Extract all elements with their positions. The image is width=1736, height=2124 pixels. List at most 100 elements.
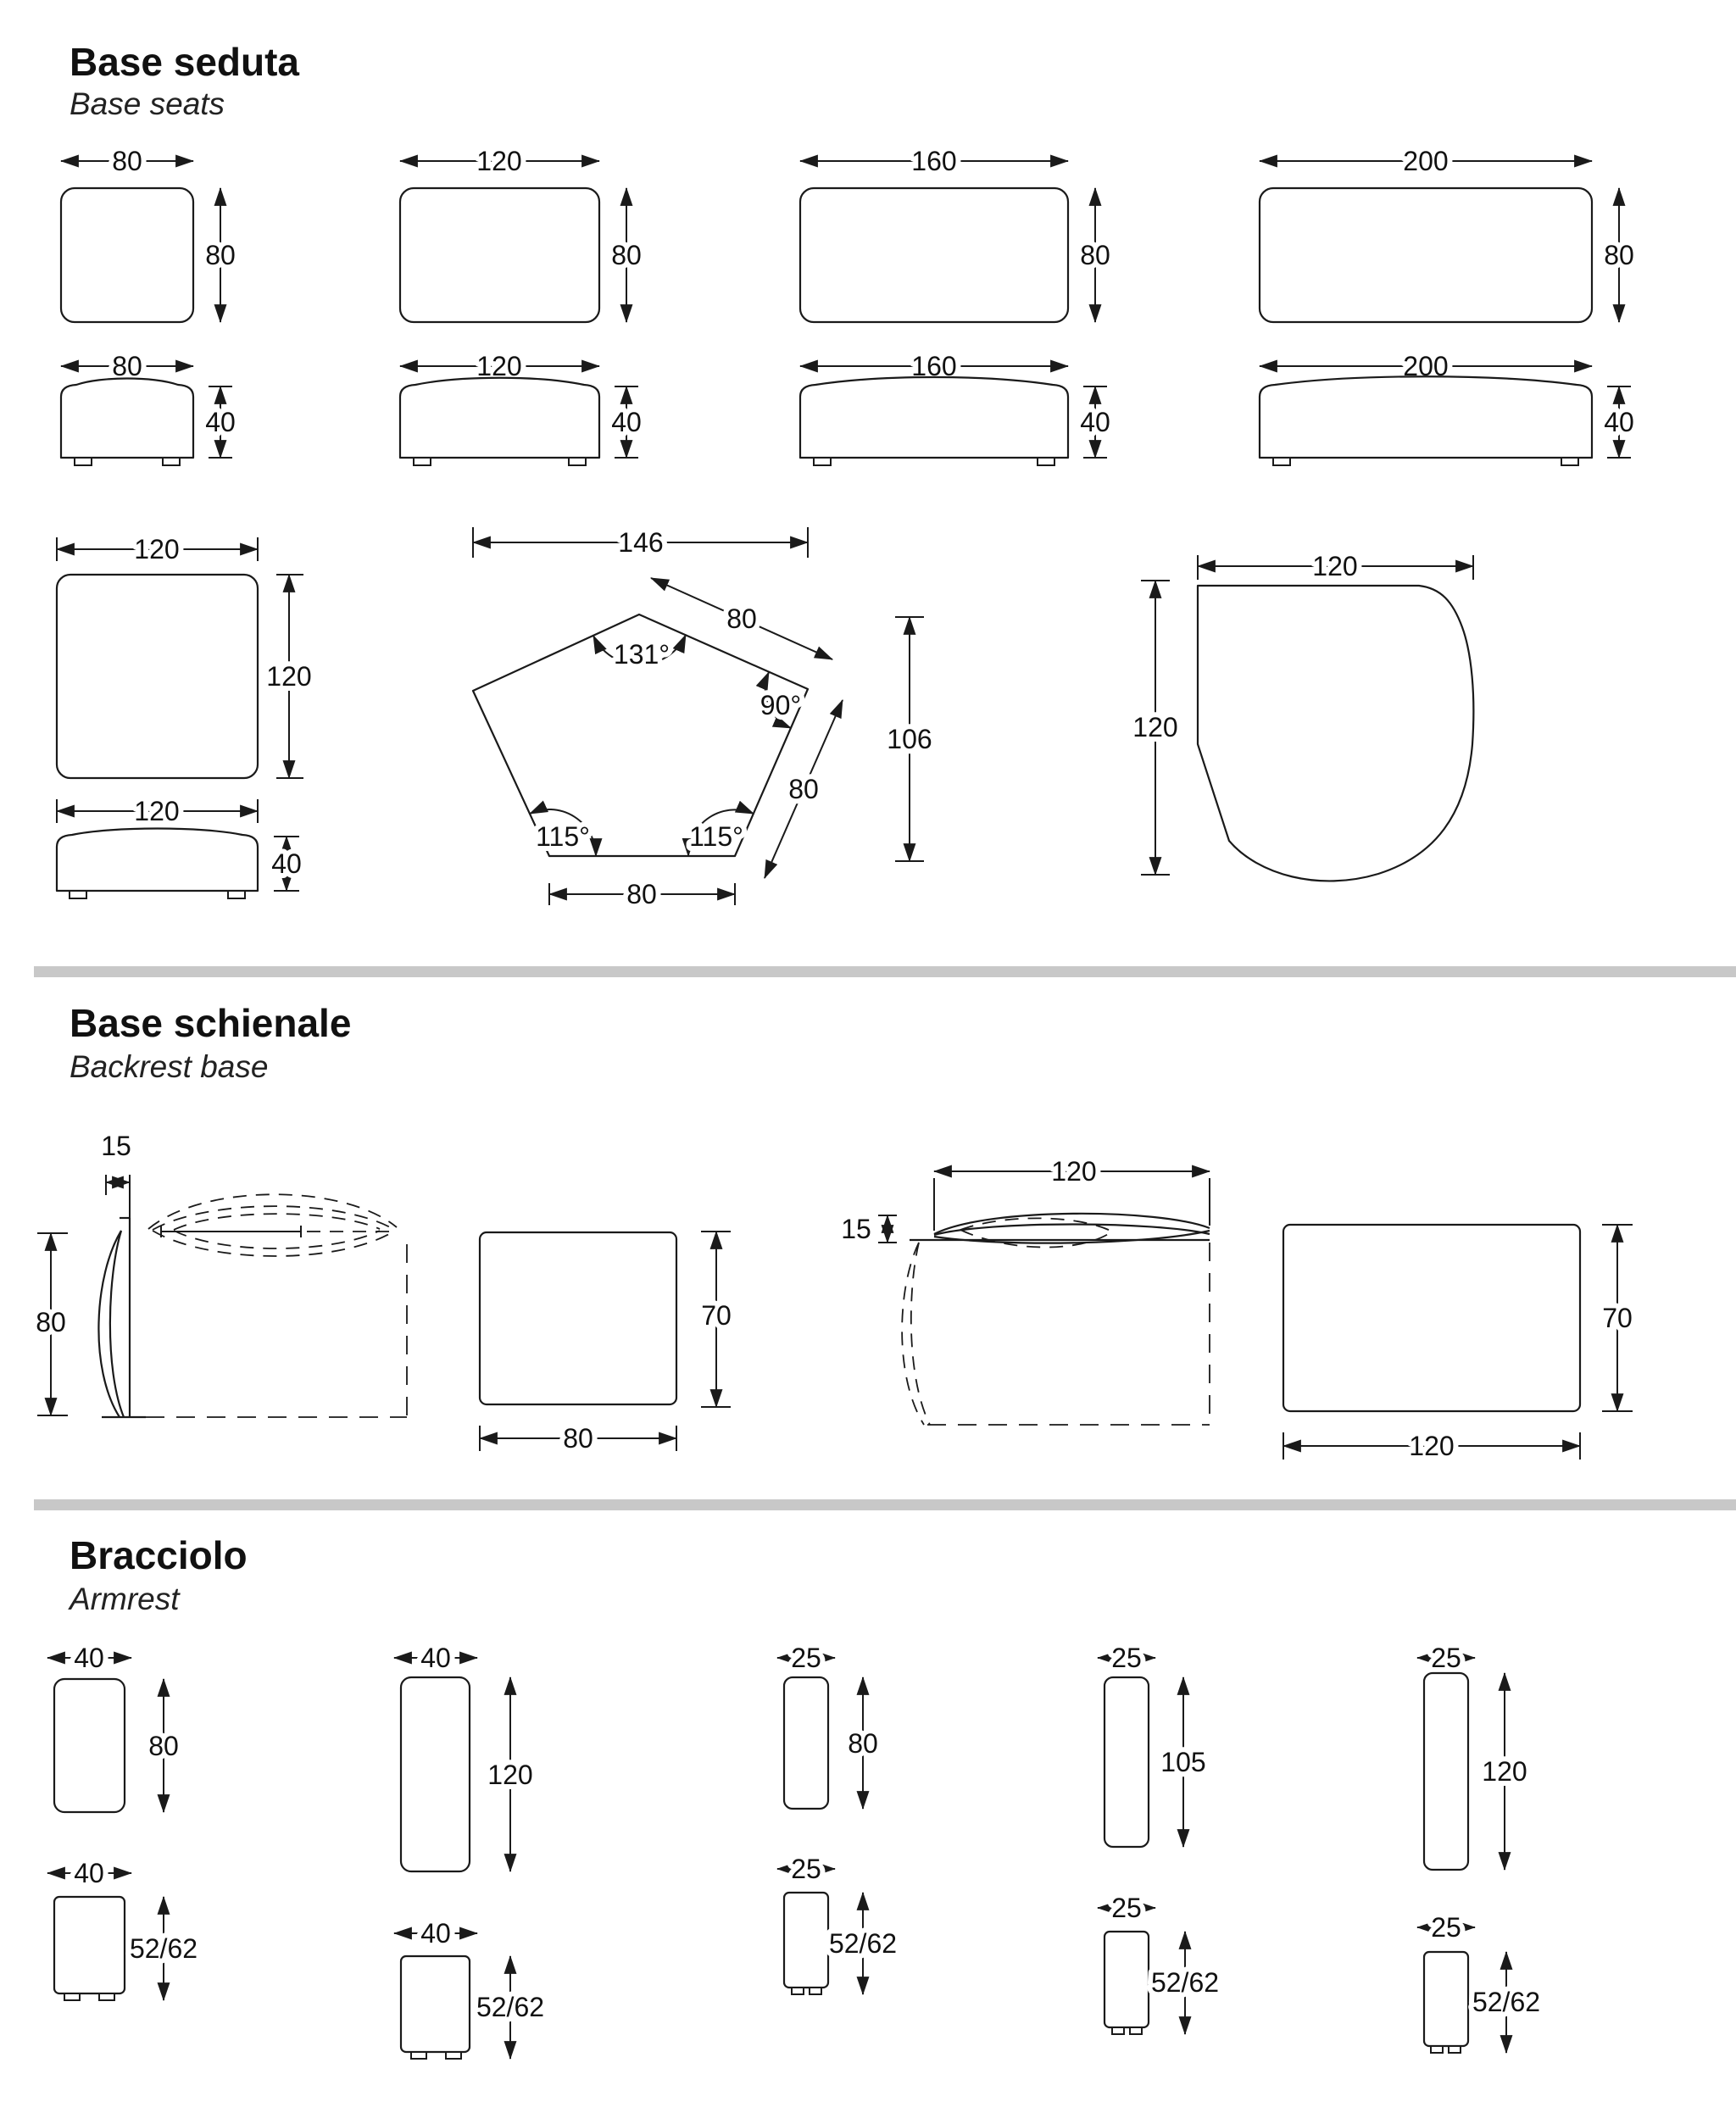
dim-label: 120: [1409, 1431, 1454, 1461]
seat-front-view: [398, 376, 601, 459]
dim-label: 70: [1602, 1303, 1633, 1333]
foot: [1037, 457, 1055, 466]
dim-label: 25: [791, 1643, 821, 1673]
foot: [445, 2051, 462, 2060]
seat-front-view: [59, 377, 195, 459]
dim-label: 120: [134, 534, 179, 564]
seat-corner-module: 120 120: [1127, 546, 1475, 882]
angle-label: 115°: [689, 821, 743, 852]
dim-label: 80: [205, 240, 236, 270]
dim-label: 25: [1111, 1893, 1142, 1923]
seat-module-front-80: 80 40: [59, 346, 241, 466]
dim-label: 160: [911, 351, 956, 381]
armrest-top-view: [53, 1677, 126, 1814]
dim-label: 80: [36, 1307, 66, 1337]
dim-label: 80: [112, 351, 142, 381]
seat-front-view: [798, 375, 1070, 459]
backrest-lens-arc: [933, 1212, 1210, 1235]
armrest-col-3: 25 80 25 52/62: [776, 1637, 902, 1996]
dim-label: 52/62: [130, 1933, 198, 1964]
armrest-top-view: [399, 1676, 471, 1873]
dim-label: 120: [134, 796, 179, 826]
seat-module-front-200: 200 40: [1258, 346, 1639, 466]
foot: [410, 2051, 427, 2060]
angle-label: 115°: [536, 821, 590, 852]
ghost-lens-arc: [960, 1217, 1113, 1232]
section-title-backrest: Base schienale: [70, 1001, 352, 1045]
backrest-side-view: 15 80: [31, 1126, 408, 1419]
ghost-profile-arc: [901, 1242, 925, 1426]
section-separator: [34, 1499, 1736, 1510]
ghost-profile-arc: [910, 1242, 931, 1426]
ghost-backrest-arc: [147, 1193, 398, 1230]
dim-label: 80: [788, 774, 819, 804]
section-subtitle-armrest: Armrest: [70, 1582, 180, 1616]
dim-label: 80: [848, 1728, 878, 1759]
foot: [227, 890, 246, 899]
dim-label: 40: [611, 407, 642, 437]
armrest-top-view: [1422, 1671, 1470, 1871]
foot: [1272, 457, 1291, 466]
section-separator: [34, 966, 1736, 977]
dim-label: 15: [841, 1214, 871, 1244]
foot: [1129, 2027, 1143, 2035]
section-title-armrest: Bracciolo: [70, 1533, 248, 1577]
dim-label: 40: [1604, 407, 1634, 437]
seat-front-view: [1258, 375, 1594, 459]
seat-front-view: [55, 827, 259, 892]
foot: [69, 890, 87, 899]
dim-label: 25: [1431, 1912, 1461, 1943]
foot: [162, 457, 181, 466]
armrest-front-view: [399, 1954, 471, 2054]
seat-top-view: [798, 186, 1070, 324]
dim-label: 40: [420, 1918, 451, 1949]
dim-label: 120: [476, 146, 521, 176]
armrest-front-view: [782, 1891, 830, 1989]
seat-square-top: 120 120: [55, 529, 317, 780]
dim-label: 52/62: [476, 1992, 544, 2022]
backrest-top-view: 120 15: [836, 1151, 1211, 1426]
section-title-seats: Base seduta: [70, 40, 300, 84]
foot: [74, 457, 92, 466]
foot: [64, 1993, 81, 2001]
dim-label: 120: [1482, 1756, 1527, 1787]
dim-label: 40: [74, 1643, 104, 1673]
seat-module-top-120x80: 120 80: [398, 141, 647, 324]
ghost-backrest-arc: [152, 1230, 396, 1257]
backrest-profile: [97, 1230, 122, 1418]
foot: [809, 1987, 822, 1995]
ghost-backrest-arc: [173, 1230, 381, 1249]
seat-module-top-80x80: 80 80: [59, 141, 241, 324]
seat-module-front-160: 160 40: [798, 346, 1116, 466]
dim-label: 80: [626, 879, 657, 909]
foot: [1448, 2045, 1461, 2054]
ghost-backrest-arc: [173, 1213, 381, 1231]
dim-label: 52/62: [1472, 1987, 1540, 2017]
dim-label: 80: [563, 1423, 593, 1454]
armrest-col-1: 40 80 40 52/62: [46, 1637, 203, 2002]
armrest-col-5: 25 120 25 52/62: [1416, 1637, 1545, 2054]
angle-label: 131°: [614, 639, 670, 670]
dim-label: 146: [618, 527, 663, 558]
foot: [1111, 2027, 1125, 2035]
ghost-backrest-arc: [152, 1205, 394, 1231]
dim-label: 80: [1080, 240, 1110, 270]
foot: [813, 457, 832, 466]
backrest-large-base: 70 120: [1282, 1223, 1638, 1466]
dim-label: 40: [420, 1643, 451, 1673]
armrest-front-view: [1103, 1930, 1150, 2029]
backrest-profile-inner: [108, 1230, 125, 1418]
dim-label: 120: [1132, 712, 1177, 742]
dim-label: 25: [791, 1854, 821, 1884]
dim-label: 15: [101, 1131, 131, 1161]
foot: [1561, 457, 1579, 466]
dim-label: 80: [148, 1731, 179, 1761]
seat-pentagon: 146 80 131° 90° 80 115° 115° 80 106: [471, 522, 938, 915]
seat-top-view: [1258, 186, 1594, 324]
backrest-base: [478, 1231, 678, 1406]
foot: [1430, 2045, 1444, 2054]
dim-label: 40: [271, 848, 302, 879]
dim-label: 80: [112, 146, 142, 176]
backrest-small-base: 70 80: [478, 1230, 737, 1459]
